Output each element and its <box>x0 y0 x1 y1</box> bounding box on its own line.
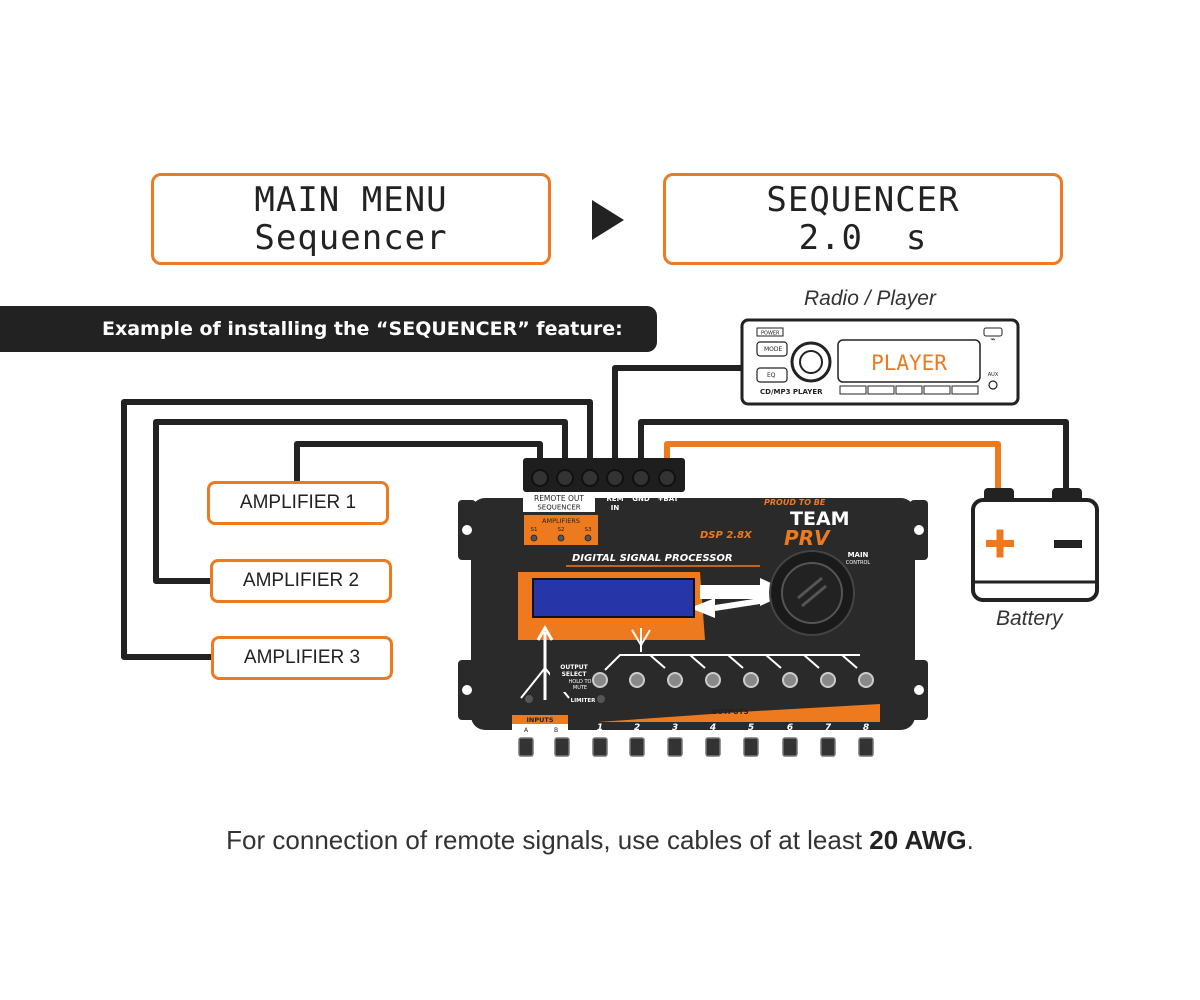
device-lcd-screen <box>532 578 695 618</box>
battery <box>971 488 1099 602</box>
output-number-2: 2 <box>634 723 640 733</box>
lcd-main-menu-line2: Sequencer <box>254 218 448 258</box>
instruction-banner: Example of installing the “SEQUENCER” fe… <box>0 306 657 352</box>
footer-text: For connection of remote signals, use ca… <box>226 825 870 855</box>
footer-note: For connection of remote signals, use ca… <box>0 825 1200 856</box>
footer-end: . <box>966 825 974 855</box>
in-label: IN <box>611 504 620 512</box>
output-knobs <box>592 672 874 688</box>
output-number-6: 6 <box>787 723 793 733</box>
s3-label: S3 <box>585 527 592 533</box>
radio-mode-label: MODE <box>764 346 783 353</box>
radio-power-label: POWER <box>761 331 780 337</box>
radio-caption: Radio / Player <box>804 287 936 310</box>
rem-label: REM <box>606 495 623 503</box>
input-b-label: B <box>554 727 558 734</box>
s1-label: S1 <box>531 527 538 533</box>
output-number-3: 3 <box>672 723 678 733</box>
output-number-8: 8 <box>863 723 869 733</box>
amplifier-2-box: AMPLIFIER 2 <box>210 559 392 603</box>
wire-amplifier-1 <box>294 441 543 481</box>
limiter-label: LIMITER <box>571 698 597 704</box>
radio-display-text: PLAYER <box>871 351 947 375</box>
mute-label: MUTE <box>573 685 587 691</box>
device-subtitle: DIGITAL SIGNAL PROCESSOR <box>572 553 733 564</box>
s2-label: S2 <box>558 527 565 533</box>
main-control-sub-label: CONTROL <box>846 560 871 566</box>
wire-radio-rem <box>612 365 742 470</box>
lcd-main-menu-line1: MAIN MENU <box>254 180 448 220</box>
lcd-sequencer: SEQUENCER 2.0 s <box>663 173 1063 265</box>
wire-amplifier-2 <box>153 419 568 584</box>
dsp-device: REMOTE OUT SEQUENCER REM IN GND +BAT AMP… <box>458 458 928 757</box>
output-select-label-2: SELECT <box>562 671 588 678</box>
aux-jack-icon <box>988 380 998 390</box>
wire-amplifier-3 <box>121 399 593 660</box>
output-select-label: OUTPUT <box>560 664 588 671</box>
inputs-label: INPUTS <box>526 716 553 724</box>
proud-to-be-text: PROUD TO BE <box>764 498 826 507</box>
lcd-sequencer-line1: SEQUENCER <box>766 180 960 220</box>
outputs-label: OUTPUTS <box>711 708 748 716</box>
input-knob-a <box>525 695 533 703</box>
output-number-7: 7 <box>825 723 832 733</box>
lcd-main-menu: MAIN MENU Sequencer <box>151 173 551 265</box>
amplifiers-indicator-label: AMPLIFIERS <box>542 517 580 525</box>
bat-label: +BAT <box>658 495 679 503</box>
output-number-4: 4 <box>709 723 716 733</box>
output-number-1: 1 <box>597 723 603 733</box>
limiter-led <box>597 695 605 703</box>
main-control-label: MAIN <box>848 551 869 559</box>
radio-eq-label: EQ <box>767 372 776 379</box>
wire-battery-positive <box>664 441 1001 490</box>
input-a-label: A <box>524 727 529 734</box>
arrow-right-icon <box>592 200 624 240</box>
brand-logo-text: PRV <box>784 526 831 550</box>
output-number-5: 5 <box>748 723 754 733</box>
radio-player: POWER MODE EQ PLAYER CD/MP3 PLAYER ⌁ AUX <box>740 318 1020 406</box>
amplifier-1-box: AMPLIFIER 1 <box>207 481 389 525</box>
usb-icon: ⌁ <box>990 335 995 345</box>
battery-minus-icon <box>1054 540 1082 548</box>
amplifier-3-box: AMPLIFIER 3 <box>211 636 393 680</box>
radio-model-label: CD/MP3 PLAYER <box>760 388 823 396</box>
model-label: DSP 2.8X <box>700 530 753 541</box>
sequencer-terminal-label: SEQUENCER <box>537 504 580 512</box>
radio-aux-label: AUX <box>988 372 999 378</box>
wire-ground <box>638 419 1069 490</box>
footer-bold: 20 AWG <box>869 825 967 855</box>
hold-to-label: HOLD TO <box>569 679 592 685</box>
team-text: TEAM <box>790 508 850 530</box>
gnd-label: GND <box>632 495 650 503</box>
remote-out-label: REMOTE OUT <box>534 494 584 503</box>
lcd-sequencer-line2: 2.0 s <box>798 218 928 258</box>
battery-caption: Battery <box>996 607 1063 630</box>
